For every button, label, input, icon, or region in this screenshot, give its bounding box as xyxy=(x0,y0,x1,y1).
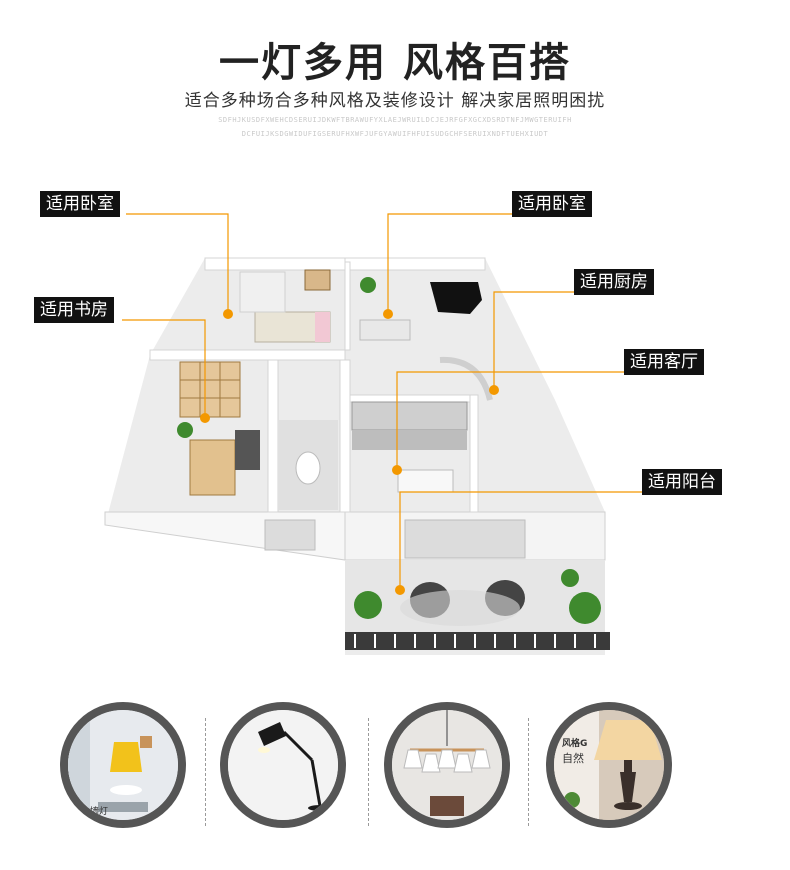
tag-kitchen: 适用厨房 xyxy=(574,269,654,295)
leader-bedroom-right xyxy=(387,213,512,314)
leader-kitchen xyxy=(493,291,578,390)
bedside-caption: 风格G xyxy=(562,739,588,749)
thumbnail-desk-lamp xyxy=(220,702,346,828)
plant-balcony-right xyxy=(569,592,601,624)
divider-2 xyxy=(368,718,369,826)
kitchen-counter xyxy=(351,401,468,431)
marker-bedroom-left xyxy=(223,309,233,319)
page-subtitle: 适合多种场合多种风格及装修设计 解决家居照明困扰 xyxy=(184,91,606,111)
leader-living-room xyxy=(396,371,626,470)
decorative-text-line-2: DCFUIJKSDGWIDUFIGSERUFHXWFJUFGYAWUIFHFUI… xyxy=(241,130,549,138)
tag-balcony: 适用阳台 xyxy=(642,469,722,495)
decorative-text-line-1: SDFHJKUSDFXWEHCDSERUIJDKWFTBRAWUFYXLAEJW… xyxy=(218,116,572,124)
marker-bedroom-right xyxy=(383,309,393,319)
dining-table xyxy=(397,469,454,493)
piano xyxy=(430,282,482,314)
thumbnail-table-lamp: 风格G 自然 xyxy=(546,702,672,828)
thumbnail-chandelier xyxy=(384,702,510,828)
divider-1 xyxy=(205,718,206,826)
balcony-rail xyxy=(345,632,610,650)
leader-bedroom-left xyxy=(126,213,229,314)
marker-study xyxy=(200,413,210,423)
chandelier-icon xyxy=(392,710,502,820)
tag-bedroom-right: 适用卧室 xyxy=(512,191,592,217)
marker-balcony xyxy=(395,585,405,595)
study-desk xyxy=(189,439,236,496)
wall-lamp-caption: 墙灯 xyxy=(90,807,109,817)
divider-3 xyxy=(528,718,529,826)
page-title: 一灯多用 风格百搭 xyxy=(219,40,571,86)
plant-balcony-left xyxy=(354,591,382,619)
marker-living-room xyxy=(392,465,402,475)
thumbnail-wall-lamp: 墙灯 xyxy=(60,702,186,828)
tag-bedroom-left: 适用卧室 xyxy=(40,191,120,217)
tag-study: 适用书房 xyxy=(34,297,114,323)
wall-lamp-icon xyxy=(68,710,178,820)
bedside-caption-2: 自然 xyxy=(562,752,584,765)
leader-study xyxy=(122,319,206,418)
desk-lamp-icon xyxy=(228,710,338,820)
leader-balcony xyxy=(399,491,644,590)
marker-kitchen xyxy=(489,385,499,395)
tag-living-room: 适用客厅 xyxy=(624,349,704,375)
bookshelf xyxy=(179,361,241,418)
